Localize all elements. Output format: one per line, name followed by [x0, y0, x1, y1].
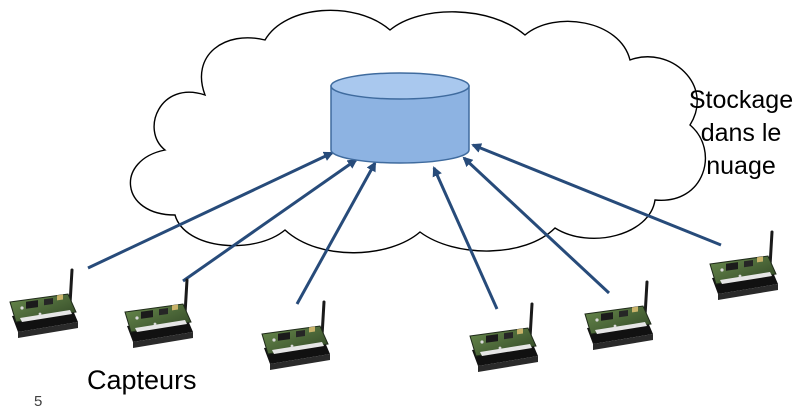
sensors-label: Capteurs — [87, 365, 197, 395]
sensors-group — [9, 230, 778, 372]
storage-label-line-3: nuage — [706, 152, 776, 180]
arrows-group — [87, 143, 722, 310]
storage-label-line-2: dans le — [700, 119, 782, 147]
storage-label-line-1: Stockage — [688, 86, 794, 114]
sensor-board-icon — [9, 268, 78, 338]
arrow-6 — [471, 143, 722, 247]
arrow-4 — [432, 166, 499, 310]
slide-number: 5 — [34, 393, 43, 410]
sensor-board-icon — [584, 280, 653, 350]
storage-label: Stockage dans le nuage — [676, 84, 806, 183]
sensor-board-icon — [469, 302, 538, 372]
sensor-board-icon — [124, 278, 193, 348]
arrow-2 — [182, 158, 358, 283]
sensor-board-icon — [709, 230, 778, 300]
arrow-5 — [462, 156, 611, 295]
arrow-1 — [87, 151, 334, 270]
arrow-3 — [295, 161, 377, 305]
sensor-board-icon — [261, 300, 330, 370]
database-cylinder-icon — [330, 72, 470, 164]
